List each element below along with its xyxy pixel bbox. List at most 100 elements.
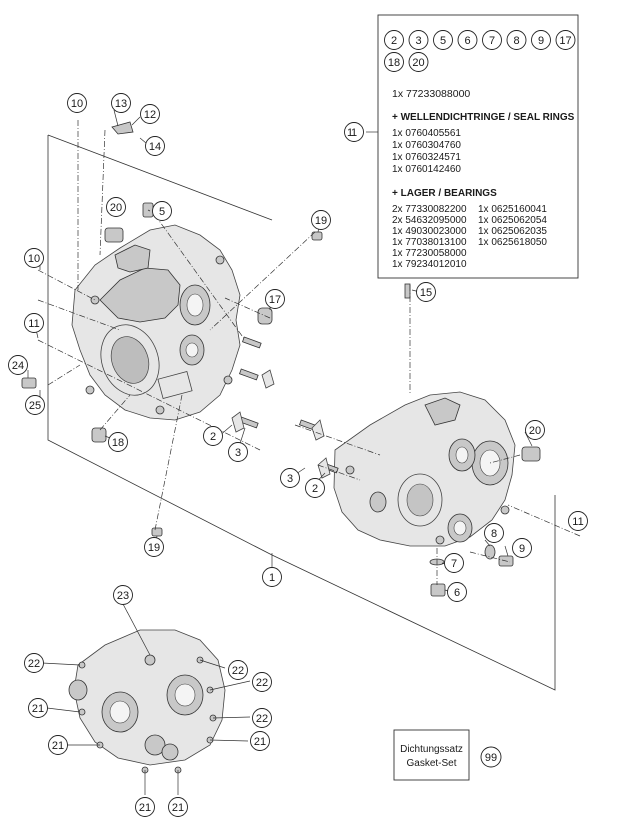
seal-ring-item: 1x 0760304760 [392,140,461,151]
callout-ref-18: 18 [384,52,404,72]
callout-c20b: 20 [525,420,545,440]
callout-circle [28,698,48,718]
callout-c6: 6 [447,582,467,602]
callout-number: 18 [112,437,124,449]
callout-circle [135,797,155,817]
callout-circle [24,313,44,333]
callout-number: 25 [29,400,41,412]
callout-number: 20 [412,57,424,69]
callout-number: 10 [28,253,40,265]
callout-circle [228,442,248,462]
callout-c19b: 19 [144,537,164,557]
inset-crankcase [68,629,226,774]
bearing-item: 1x 49030023000 [392,226,467,237]
callout-c12: 12 [140,104,160,124]
callout-circle [305,478,325,498]
callout-number: 17 [269,294,281,306]
callout-circle [457,30,478,50]
callout-number: 22 [256,677,268,689]
callout-circle [228,660,248,680]
callout-number: 3 [287,473,293,485]
callout-number: 21 [172,802,184,814]
callout-number: 20 [110,202,122,214]
callout-circle [152,201,172,221]
gasket-label-de: Dichtungssatz [400,744,463,755]
callout-circle [447,582,467,602]
dowel-19a [311,231,323,241]
callout-c2b: 2 [305,478,325,498]
callout-c18: 18 [108,432,128,452]
callout-circle [250,731,270,751]
callout-c7: 7 [444,553,464,573]
callout-circle [106,197,126,217]
dowel-19b [151,527,163,537]
callout-number: 2 [391,35,397,47]
callout-ref-9: 9 [531,30,551,50]
callout-number: 21 [32,703,44,715]
bearing-item: 2x 77330082200 [392,204,467,215]
callout-number: 23 [117,590,129,602]
callout-c8: 8 [484,523,504,543]
callout-circle [24,248,44,268]
callout-circle [512,538,532,558]
callout-number: 24 [12,360,24,372]
bearings-heading: + LAGER / BEARINGS [392,188,497,199]
clip-12 [111,121,134,135]
bearing-item: 1x 0625618050 [478,237,547,248]
callout-c10a: 10 [67,93,87,113]
callout-ref-5: 5 [433,30,453,50]
callout-number: 3 [235,447,241,459]
callout-c5: 5 [152,201,172,221]
callout-number: 10 [71,98,83,110]
callout-number: 5 [440,35,446,47]
callout-circle [280,468,300,488]
gasket-box-frame [393,729,470,781]
callout-number: 8 [513,35,519,47]
plug-24 [21,377,37,389]
callout-circle [408,30,429,50]
axis-lines [37,120,581,585]
callout-c1-frame: 1 [262,567,282,587]
bearing-item: 1x 0625062035 [478,226,547,237]
callout-number: 18 [388,57,400,69]
callout-number: 1 [347,127,353,139]
bearing-item: 1x 0625062054 [478,215,547,226]
callout-circle [48,735,68,755]
callout-circle [444,553,464,573]
callout-c19a: 19 [311,210,331,230]
bearing-item: 1x 77038013100 [392,237,467,248]
callout-circle [108,432,128,452]
callout-number: 19 [148,542,160,554]
callout-number: 15 [420,287,432,299]
callout-number: 21 [139,802,151,814]
callout-c9: 9 [512,538,532,558]
callout-number: 22 [256,713,268,725]
callout-number: 13 [115,98,127,110]
callout-ref-3: 3 [408,30,429,50]
callout-c11a: 11 [24,313,44,333]
callout-circle [484,523,504,543]
washer-8 [484,544,496,560]
left-crankcase-half [71,224,241,421]
callout-circle [344,122,364,142]
callout-number: 9 [519,543,525,555]
callout-circle [525,420,545,440]
sleeve-20b [521,446,541,462]
callout-c2a: 2 [203,426,223,446]
callout-c3b: 3 [280,468,300,488]
callout-circle [531,30,551,50]
bushing-18 [91,427,107,443]
plug-6 [430,583,446,597]
callout-number: 21 [52,740,64,752]
callout-number: 5 [159,206,165,218]
callout-number: 3 [415,35,421,47]
sleeve-20a [104,227,124,243]
callout-circle [24,653,44,673]
callout-number: 99 [485,752,497,764]
callout-number: 1 [269,572,275,584]
